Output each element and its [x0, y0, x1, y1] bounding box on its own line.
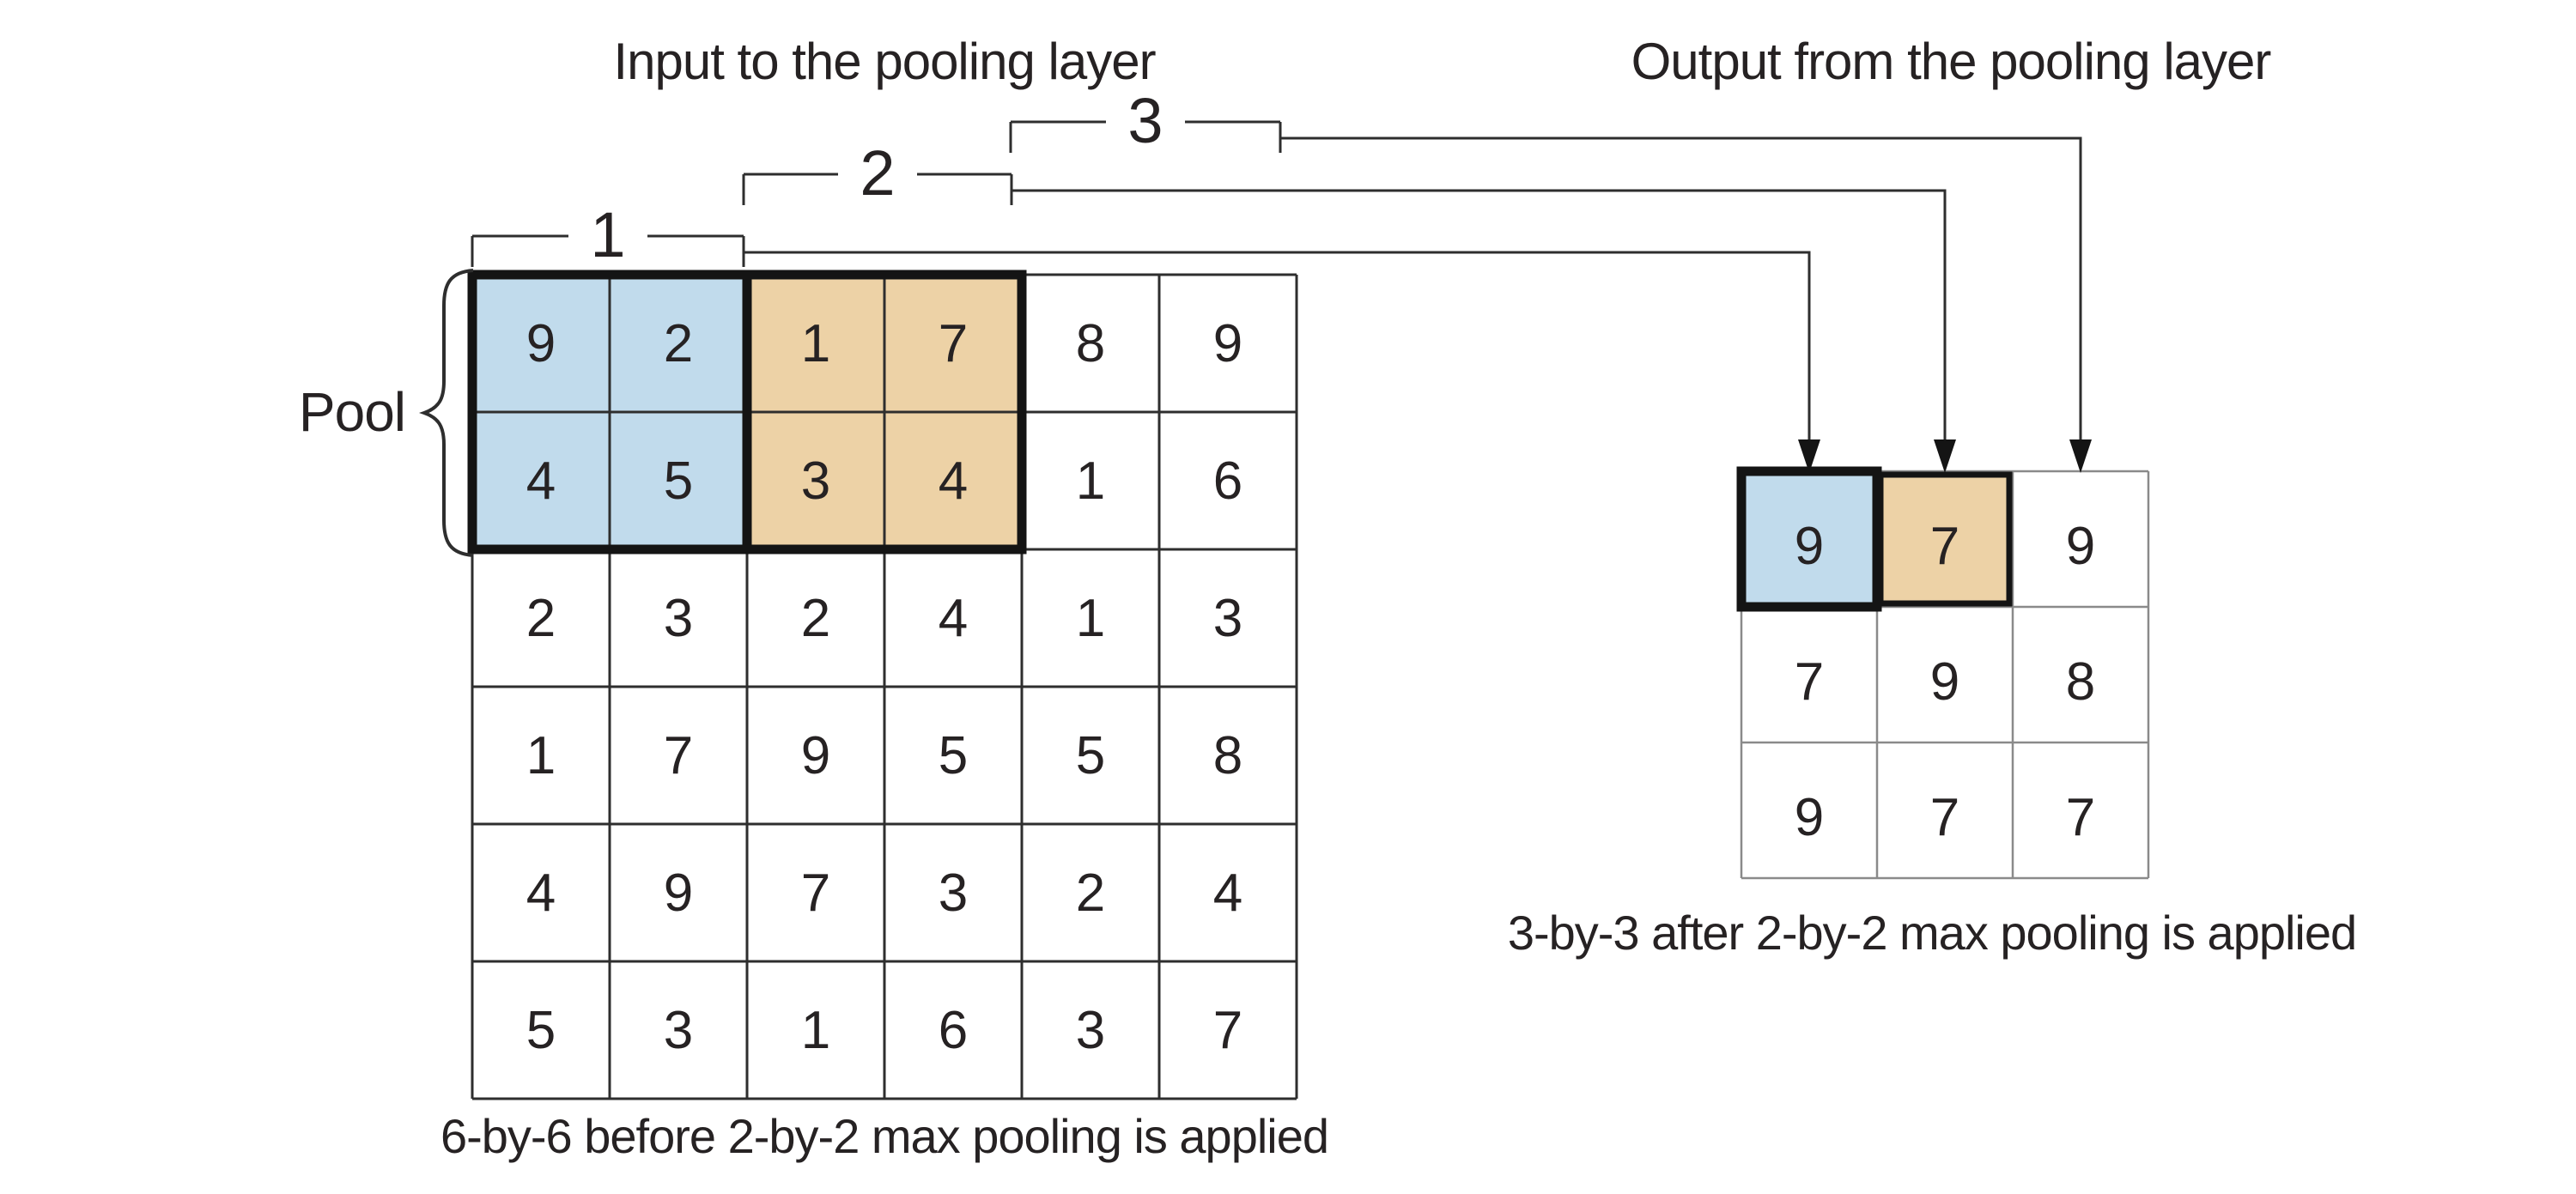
input-cell-r2-c4: 4	[939, 452, 968, 511]
input-grid-title: Input to the pooling layer	[613, 33, 1155, 90]
input-cell-r6-c1: 5	[526, 1001, 556, 1060]
input-cell-r6-c3: 1	[801, 1001, 830, 1060]
input-cell-r5-c4: 3	[939, 864, 968, 923]
input-cell-r2-c6: 6	[1213, 452, 1242, 511]
input-cell-r3-c2: 3	[664, 589, 693, 648]
input-cell-r1-c4: 7	[939, 314, 968, 373]
input-cell-r2-c3: 3	[801, 452, 830, 511]
input-cell-r5-c2: 9	[664, 864, 693, 923]
pooling-arrow-3	[1280, 136, 2092, 473]
output-grid-caption: 3-by-3 after 2-by-2 max pooling is appli…	[1508, 906, 2356, 960]
input-cell-r1-c2: 2	[664, 314, 693, 373]
output-cell-r2-c3: 8	[2066, 652, 2095, 712]
output-cell-r3-c3: 7	[2066, 788, 2095, 847]
input-cell-r6-c4: 6	[939, 1001, 968, 1060]
input-cell-r4-c2: 7	[664, 726, 693, 785]
input-cell-r5-c1: 4	[526, 864, 556, 923]
pooling-arrow-1	[744, 251, 1820, 473]
input-cell-r3-c6: 3	[1213, 589, 1242, 648]
input-cell-r1-c1: 9	[526, 314, 556, 373]
output-cell-r3-c1: 9	[1795, 788, 1824, 847]
output-cell-fill-blue	[1741, 471, 1877, 607]
output-cell-r1-c3: 9	[2066, 517, 2095, 576]
input-cell-r1-c3: 1	[801, 314, 830, 373]
arrowhead-icon	[2069, 439, 2092, 473]
output-cell-fill-tan	[1877, 471, 2013, 607]
input-cell-r5-c5: 2	[1076, 864, 1105, 923]
input-cell-r1-c6: 9	[1213, 314, 1242, 373]
output-grid: 9 7 9 7 9 8 9 7 7	[1736, 466, 2150, 880]
connector-line	[1280, 136, 2082, 440]
pool-window-bracket-3: 3	[1009, 85, 1282, 156]
connector-line	[1012, 189, 1947, 440]
output-cell-r2-c1: 7	[1795, 652, 1824, 712]
input-cell-r3-c5: 1	[1076, 589, 1105, 648]
input-cell-r4-c1: 1	[526, 726, 556, 785]
input-cell-r4-c3: 9	[801, 726, 830, 785]
input-grid-caption: 6-by-6 before 2-by-2 max pooling is appl…	[440, 1109, 1328, 1163]
input-cell-r5-c3: 7	[801, 864, 830, 923]
bracket-label-1: 1	[590, 199, 625, 270]
input-cell-r3-c3: 2	[801, 589, 830, 648]
input-grid: 9 2 1 7 8 9 4 5 3 4 1 6 2 3 2 4 1 3 1 7 9 5 5 8 4 9 7 3 2 4 5 3 1 6 3 7	[467, 270, 1298, 1100]
output-cell-r2-c2: 9	[1930, 652, 1959, 712]
input-cell-r2-c2: 5	[664, 452, 693, 511]
output-cell-r1-c2: 7	[1930, 517, 1959, 576]
bracket-label-2: 2	[860, 137, 895, 209]
input-pool-window-tan-border	[742, 270, 1027, 555]
arrowhead-icon	[1798, 439, 1820, 473]
connector-line	[744, 251, 1811, 440]
pooling-connector-arrows	[744, 136, 2092, 473]
input-cell-r5-c6: 4	[1213, 864, 1242, 923]
pool-window-bracket-2: 2	[742, 137, 1013, 209]
pool-window-bracket-1: 1	[471, 199, 745, 270]
pooling-arrow-2	[1012, 189, 1956, 473]
output-cell-border-tan	[1877, 471, 2013, 607]
input-cell-r6-c2: 3	[664, 1001, 693, 1060]
input-cell-r4-c4: 5	[939, 726, 968, 785]
input-cell-r3-c1: 2	[526, 589, 556, 648]
input-cell-r4-c6: 8	[1213, 726, 1242, 785]
input-cell-r6-c5: 3	[1076, 1001, 1105, 1060]
bracket-label-3: 3	[1127, 85, 1163, 156]
pool-label: Pool	[299, 381, 405, 443]
output-cell-r1-c1: 9	[1795, 517, 1824, 576]
input-cell-r3-c4: 4	[939, 589, 968, 648]
arrowhead-icon	[1934, 439, 1956, 473]
output-grid-title: Output from the pooling layer	[1631, 33, 2271, 90]
pool-window-brackets: 1 2 3	[471, 85, 1282, 270]
input-cell-r2-c1: 4	[526, 452, 556, 511]
input-cell-r2-c5: 1	[1076, 452, 1105, 511]
input-cell-r1-c5: 8	[1076, 314, 1105, 373]
input-cell-r4-c5: 5	[1076, 726, 1105, 785]
pool-brace	[418, 269, 474, 557]
input-cell-r6-c6: 7	[1213, 1001, 1242, 1060]
output-cell-r3-c2: 7	[1930, 788, 1959, 847]
